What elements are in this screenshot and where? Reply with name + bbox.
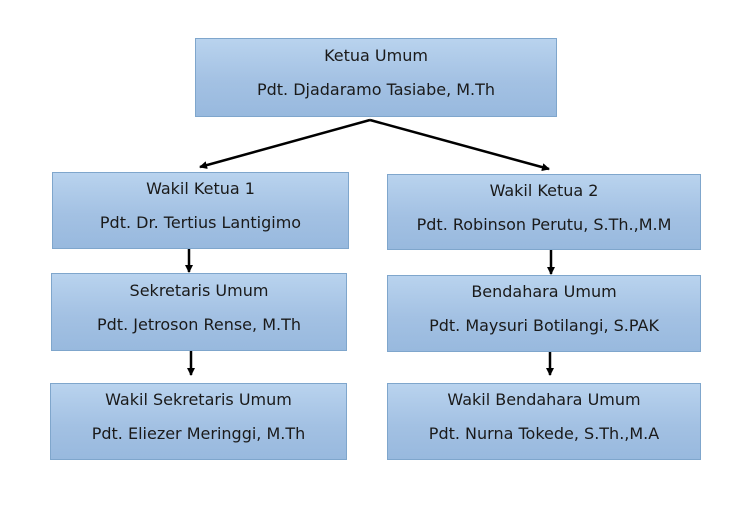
vice-chair-1-role: Wakil Ketua 1 bbox=[146, 179, 255, 198]
vice-chair-2-name: Pdt. Robinson Perutu, S.Th.,M.M bbox=[416, 215, 672, 234]
vice-secretary-box: Wakil Sekretaris Umum Pdt. Eliezer Merin… bbox=[50, 383, 347, 460]
secretary-box: Sekretaris Umum Pdt. Jetroson Rense, M.T… bbox=[51, 273, 347, 351]
chair-box: Ketua Umum Pdt. Djadaramo Tasiabe, M.Th bbox=[195, 38, 557, 117]
vice-secretary-role: Wakil Sekretaris Umum bbox=[105, 390, 292, 409]
vice-treasurer-role: Wakil Bendahara Umum bbox=[447, 390, 641, 409]
chair-role: Ketua Umum bbox=[324, 46, 428, 65]
chair-name: Pdt. Djadaramo Tasiabe, M.Th bbox=[256, 80, 496, 99]
treasurer-box: Bendahara Umum Pdt. Maysuri Botilangi, S… bbox=[387, 275, 701, 352]
treasurer-name: Pdt. Maysuri Botilangi, S.PAK bbox=[429, 316, 659, 335]
vice-chair-1-name: Pdt. Dr. Tertius Lantigimo bbox=[99, 213, 302, 232]
vice-secretary-name: Pdt. Eliezer Meringgi, M.Th bbox=[91, 424, 306, 443]
treasurer-role: Bendahara Umum bbox=[471, 282, 617, 301]
secretary-name: Pdt. Jetroson Rense, M.Th bbox=[97, 315, 301, 334]
arrow-chair-to-vice-chair-1 bbox=[199, 118, 371, 169]
vice-treasurer-box: Wakil Bendahara Umum Pdt. Nurna Tokede, … bbox=[387, 383, 701, 460]
vice-treasurer-name: Pdt. Nurna Tokede, S.Th.,M.A bbox=[428, 424, 660, 443]
vice-chair-1-box: Wakil Ketua 1 Pdt. Dr. Tertius Lantigimo bbox=[52, 172, 349, 249]
vice-chair-2-role: Wakil Ketua 2 bbox=[489, 181, 599, 200]
vice-chair-2-box: Wakil Ketua 2 Pdt. Robinson Perutu, S.Th… bbox=[387, 174, 701, 250]
arrow-chair-to-vice-chair-2 bbox=[369, 118, 550, 172]
secretary-role: Sekretaris Umum bbox=[129, 281, 269, 300]
